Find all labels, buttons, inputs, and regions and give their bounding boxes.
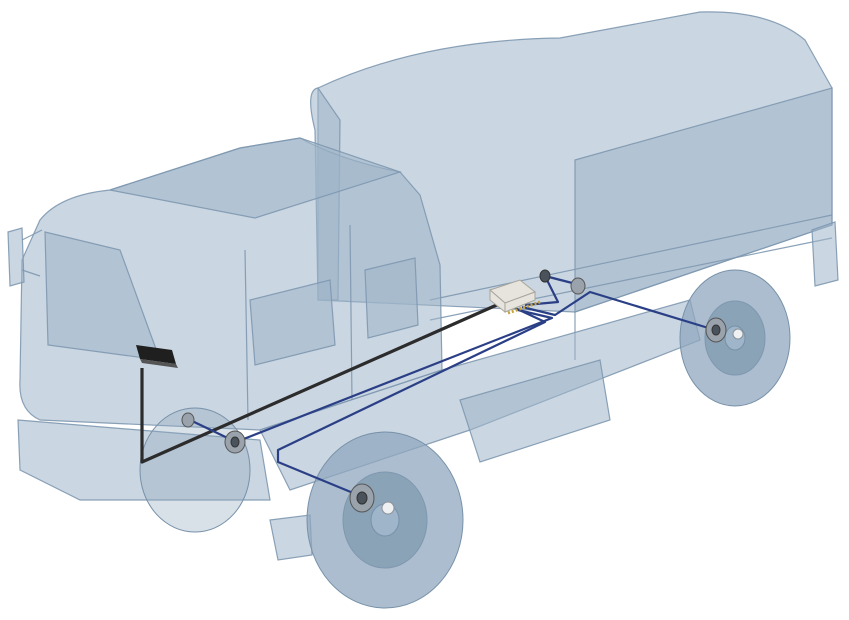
- black-cable: [140, 298, 509, 464]
- cab-roof: [109, 137, 402, 219]
- wheel-sensor-icon: [181, 412, 195, 428]
- cable-front-left: [189, 308, 554, 444]
- fuel-tank: [459, 359, 611, 463]
- truck-body: [7, 11, 839, 561]
- front-wheel: [306, 431, 464, 609]
- hidden-front-wheel: [139, 407, 251, 533]
- blue-cables: [189, 274, 716, 497]
- mirror-arm: [21, 229, 43, 277]
- cab-side-window: [249, 279, 336, 366]
- wheel-sensor-icon: [349, 483, 395, 515]
- front-step: [269, 514, 313, 561]
- rear-bracket: [811, 221, 839, 287]
- control-unit-icon: [489, 279, 541, 315]
- wheel-sensor-icon: [224, 430, 246, 454]
- screen-icon: [136, 345, 178, 368]
- cable-front-right: [276, 307, 547, 497]
- wheel-sensor-icon: [705, 317, 744, 343]
- mirror: [7, 227, 25, 287]
- cable-rear-right: [521, 290, 716, 332]
- cable-rear-left: [524, 274, 581, 307]
- wheel-sensor-icon: [539, 269, 586, 295]
- cab-rear-window: [364, 257, 419, 339]
